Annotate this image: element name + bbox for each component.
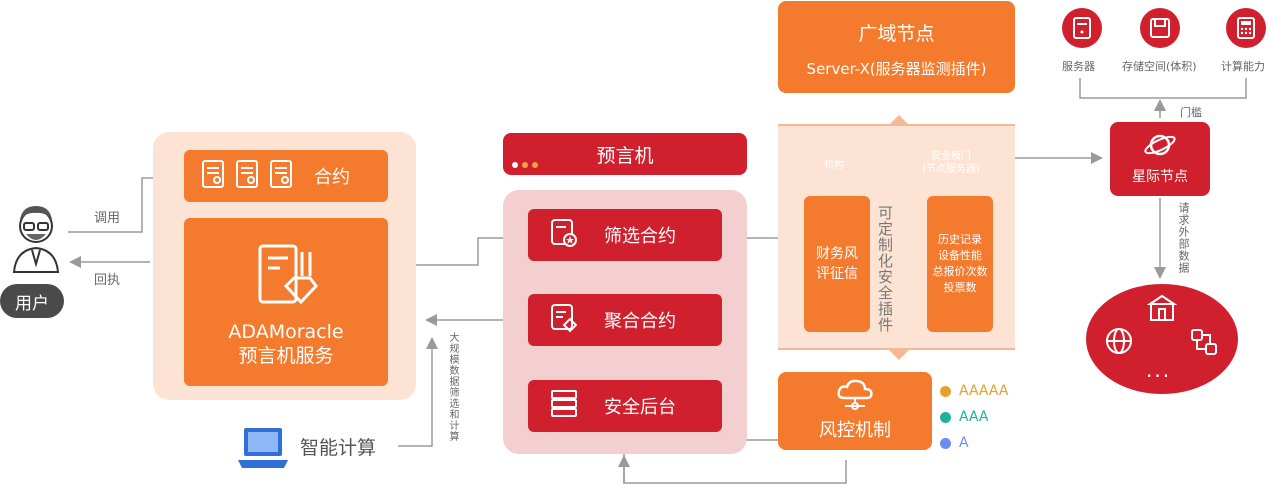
star-node-box[interactable]: 星际节点 xyxy=(1110,122,1210,196)
user-avatar-icon xyxy=(12,206,60,273)
wan-node-subtitle: Server-X(服务器监测插件) xyxy=(806,60,987,78)
filter-contract-icon xyxy=(550,218,578,252)
contract-label: 合约 xyxy=(314,167,350,188)
dots-icon xyxy=(511,161,547,169)
calculator-resource-icon xyxy=(1226,8,1266,48)
contract-doc-icon xyxy=(236,160,258,192)
org-label: 机构 xyxy=(824,160,844,171)
storage-resource-icon xyxy=(1140,8,1180,48)
legend-label: A xyxy=(959,435,969,451)
legend-dot-icon xyxy=(940,385,951,397)
ada-service-title: ADAMoracle xyxy=(228,321,344,343)
ada-service-subtitle: 预言机服务 xyxy=(238,345,334,367)
more-dots: ... xyxy=(1146,358,1172,382)
globe-icon xyxy=(1104,326,1134,360)
receipt-label: 回执 xyxy=(94,273,121,288)
big-data-note: 大规模数据筛选和计算 xyxy=(447,332,458,442)
vote-count-line: 投票数 xyxy=(943,281,977,294)
legend-label: AAA xyxy=(959,409,989,425)
contract-doc-icon xyxy=(202,160,224,192)
panel-bottom-notch xyxy=(889,350,909,360)
safety-label: 安全模门 (节点服务器) xyxy=(922,150,980,176)
oracle-title-bar[interactable]: 预言机 xyxy=(503,133,747,175)
external-data-ellipse xyxy=(1086,284,1238,394)
server-resource-icon xyxy=(1062,8,1102,48)
filter-contract-label: 筛选合约 xyxy=(604,226,676,247)
history-line: 历史记录 xyxy=(938,233,982,246)
compute-up-arrow xyxy=(398,337,438,447)
cloud-network-icon xyxy=(778,378,932,416)
contract-doc-icon xyxy=(270,160,292,192)
smart-compute-label: 智能计算 xyxy=(300,437,377,459)
server-resource-label: 服务器 xyxy=(1062,60,1095,73)
legend-dot-icon xyxy=(940,411,951,423)
aggregate-contract-box[interactable]: 聚合合约 xyxy=(528,294,722,346)
ada-service-box[interactable]: ADAMoracle 预言机服务 xyxy=(184,218,388,386)
wan-node-box[interactable]: 广域节点 Server-X(服务器监测插件) xyxy=(778,1,1015,93)
legend-item: A xyxy=(940,430,1008,456)
compute-resource-label: 计算能力 xyxy=(1221,60,1265,73)
user-label: 用户 xyxy=(0,284,64,318)
network-nodes-icon xyxy=(1190,328,1218,360)
secure-backend-label: 安全后台 xyxy=(604,397,676,418)
legend-item: AAA xyxy=(940,404,1008,430)
custom-plugin-label: 可定制化安全插件 xyxy=(876,205,894,333)
risk-control-box[interactable]: 风控机制 xyxy=(778,372,932,450)
history-box[interactable]: 历史记录 设备性能 总报价次数 投票数 xyxy=(927,196,993,332)
device-perf-line: 设备性能 xyxy=(938,249,982,262)
aggregate-contract-icon xyxy=(550,303,578,337)
rating-legend: AAAAA AAA A xyxy=(940,378,1008,456)
star-node-label: 星际节点 xyxy=(1132,169,1188,185)
contract-bar[interactable]: 合约 xyxy=(184,150,388,202)
oracle-title: 预言机 xyxy=(596,144,654,167)
server-stack-icon xyxy=(550,389,578,423)
secure-backend-box[interactable]: 安全后台 xyxy=(528,380,722,432)
legend-label: AAAAA xyxy=(959,383,1009,399)
wan-node-title: 广域节点 xyxy=(858,23,935,45)
call-label: 调用 xyxy=(94,211,121,226)
panel-top-notch xyxy=(889,115,909,125)
aggregate-contract-label: 聚合合约 xyxy=(604,311,676,332)
filter-contract-box[interactable]: 筛选合约 xyxy=(528,209,722,261)
risk-control-label: 风控机制 xyxy=(819,420,891,441)
quote-count-line: 总报价次数 xyxy=(932,265,988,278)
to-filter-arrow xyxy=(390,232,521,266)
legend-item: AAAAA xyxy=(940,378,1008,404)
safety-gate-sub: (节点服务器) xyxy=(922,164,980,175)
oracle-service-icon xyxy=(184,242,388,316)
laptop-icon xyxy=(238,424,288,476)
bank-icon xyxy=(1146,294,1178,326)
planet-icon xyxy=(1110,130,1210,164)
request-external-label: 请求外部数据 xyxy=(1177,202,1190,274)
safety-gate-label: 安全模门 xyxy=(930,151,971,162)
finance-risk-label: 财务风评征信 xyxy=(816,246,858,282)
storage-resource-label: 存储空间(体积) xyxy=(1122,60,1197,73)
legend-dot-icon xyxy=(940,437,951,449)
threshold-label: 门槛 xyxy=(1180,106,1202,119)
finance-risk-box[interactable]: 财务风评征信 xyxy=(804,196,870,332)
user-avatar xyxy=(8,198,64,278)
